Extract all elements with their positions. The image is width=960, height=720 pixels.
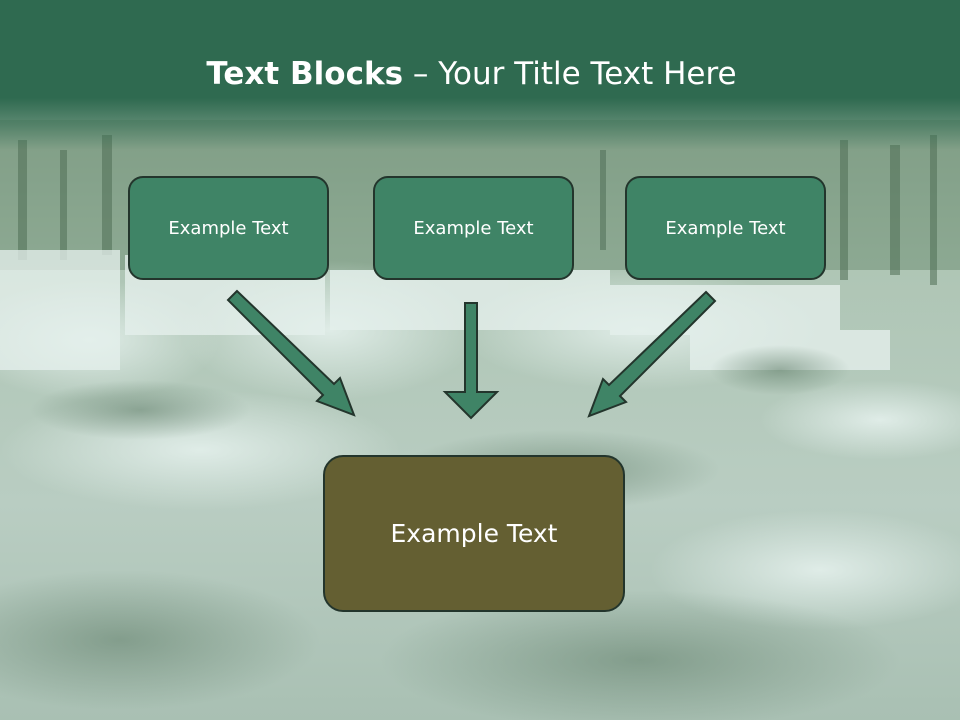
arrow-middle-to-bottom [442, 302, 500, 420]
arrow-right-to-bottom [587, 290, 717, 418]
text-box-bottom-label: Example Text [390, 519, 558, 548]
text-box-right[interactable]: Example Text [625, 176, 826, 280]
arrow-left-to-bottom [226, 289, 356, 417]
title-regular-part: Your Title Text Here [438, 56, 737, 92]
text-box-left-label: Example Text [168, 217, 289, 239]
text-box-middle[interactable]: Example Text [373, 176, 574, 280]
text-box-right-label: Example Text [665, 217, 786, 239]
slide-title: Text Blocks – Your Title Text Here [0, 52, 943, 96]
text-box-left[interactable]: Example Text [128, 176, 329, 280]
title-bold-part: Text Blocks [206, 56, 404, 92]
header-band [0, 0, 960, 150]
text-box-bottom[interactable]: Example Text [323, 455, 625, 612]
text-box-middle-label: Example Text [413, 217, 534, 239]
title-separator: – [403, 56, 439, 92]
